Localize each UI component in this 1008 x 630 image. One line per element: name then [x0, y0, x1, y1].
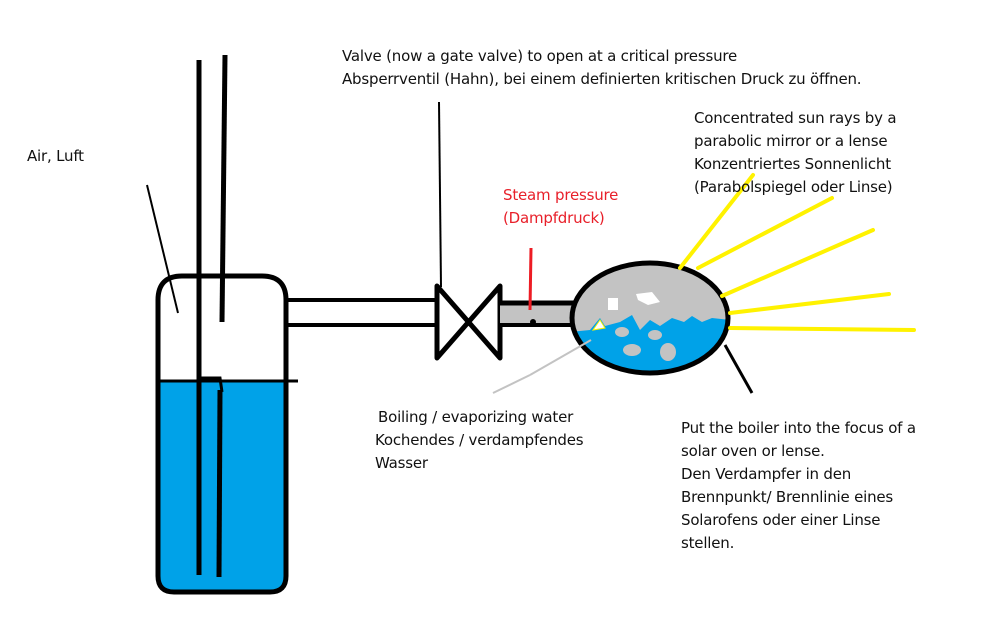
boiler-label-line1: Put the boiler into the focus of a: [681, 419, 916, 437]
boiler-pointer-line: [723, 344, 754, 394]
steam-cloud-2: [636, 292, 660, 305]
boiling-bubble-1: [591, 319, 606, 331]
tube-right-lower: [216, 389, 223, 578]
sun-ray-4: [728, 292, 891, 315]
boiler-label-line6: stellen.: [681, 534, 735, 552]
steam-pipe-fill: [500, 303, 580, 325]
boiler-label-line4: Brennpunkt/ Brennlinie eines: [681, 488, 894, 506]
sun-ray-3: [720, 228, 875, 298]
tank-outline: [155, 273, 289, 595]
air-label: Air, Luft: [27, 147, 84, 165]
boiling-label-line3: Wasser: [375, 454, 428, 472]
boiler-label-line3: Den Verdampfer in den: [681, 465, 852, 483]
boiling-label-line1: Boiling / evaporizing water: [378, 408, 574, 426]
sun-label-line4: (Parabolspiegel oder Linse): [694, 178, 893, 196]
tank-water: [160, 381, 284, 590]
bubble-1: [615, 327, 629, 337]
valve-label-line1: Valve (now a gate valve) to open at a cr…: [342, 47, 738, 65]
sun-label-line3: Konzentriertes Sonnenlicht: [694, 155, 891, 173]
steam-pressure-point: [530, 319, 536, 325]
valve-label-line2: Absperrventil (Hahn), bei einem definier…: [342, 70, 862, 88]
boiling-pointer-line: [529, 339, 592, 376]
sun-label-line2: parabolic mirror or a lense: [694, 132, 888, 150]
tube-bend: [200, 376, 224, 393]
bubble-2: [623, 344, 641, 356]
sun-label-line1: Concentrated sun rays by a: [694, 109, 897, 127]
valve-pointer-line: [438, 101, 442, 288]
valve-body: [434, 283, 503, 361]
air-pointer-line: [146, 184, 179, 314]
steam-pressure-label-line1: Steam pressure: [503, 186, 619, 204]
steam-pressure-label-line2: (Dampfdruck): [503, 209, 605, 227]
sun-rays: [678, 173, 916, 332]
boiling-pointer-line-lower: [492, 374, 531, 394]
tube-right-upper: [219, 54, 228, 323]
boiling-label-line2: Kochendes / verdampfendes: [375, 431, 584, 449]
sun-ray-1: [678, 173, 755, 270]
boiler-label-line2: solar oven or lense.: [681, 442, 825, 460]
sun-ray-2: [696, 196, 834, 270]
boiler-label-line5: Solarofens oder einer Linse: [681, 511, 881, 529]
sun-ray-5: [728, 326, 916, 332]
steam-cloud-1: [608, 298, 618, 310]
bubble-4: [660, 343, 676, 361]
boiler-outline: [569, 260, 731, 376]
steam-pressure-pointer: [528, 247, 533, 311]
bubble-3: [648, 330, 662, 340]
